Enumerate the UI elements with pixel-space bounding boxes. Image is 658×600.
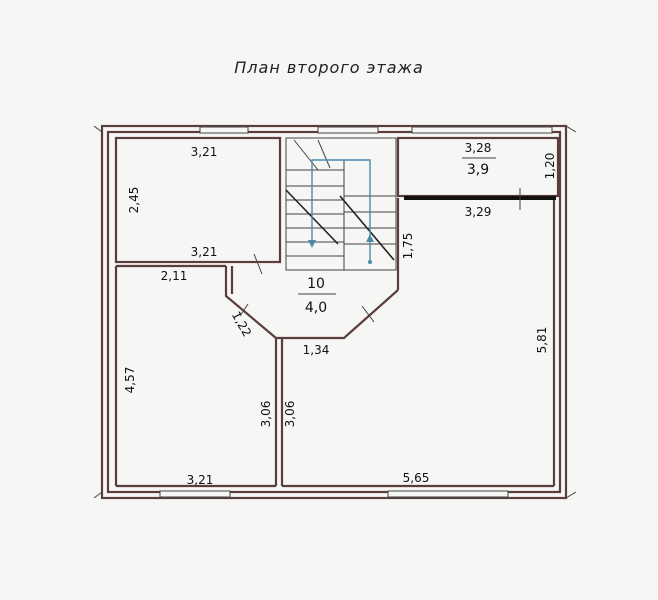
dim-top-left-bottom: 3,21 — [191, 245, 218, 259]
window-top-1 — [199, 126, 249, 134]
dim-bottom-left-side: 4,57 — [123, 367, 137, 394]
staircase — [285, 137, 397, 271]
stair-arrow-head-up — [366, 234, 374, 242]
stair-winder-2 — [317, 139, 331, 169]
hall-number: 10 — [307, 276, 325, 292]
dim-hall-diag: 1,22 — [229, 309, 254, 339]
dim-hall-right: 1,75 — [401, 233, 415, 260]
dim-hall-left: 2,11 — [161, 269, 188, 283]
dim-bottom-right-side: 5,81 — [535, 327, 549, 354]
dim-top-left-side: 2,45 — [127, 187, 141, 214]
wall-hall-octagon — [224, 266, 399, 340]
tick-hall-right — [361, 305, 375, 323]
stair-arrow-head-down — [308, 240, 316, 248]
plan-title: План второго этажа — [234, 58, 424, 77]
corner-mark-tr — [565, 125, 577, 133]
dim-top-right-bottom: 3,29 — [465, 205, 492, 219]
dim-hall-bottom: 1,34 — [303, 343, 330, 357]
dim-top-right-side: 1,20 — [543, 153, 557, 180]
top-right-area: 3,9 — [467, 162, 489, 178]
dimension-labels: 3,21 3,21 2,45 2,11 10 4,0 1,22 1,34 1,7… — [123, 141, 557, 487]
corner-mark-bl — [93, 491, 103, 499]
stair-winder-1 — [293, 139, 319, 171]
stair-box — [285, 137, 397, 271]
corner-mark-br — [565, 491, 577, 499]
dim-bottom-left-right: 3,06 — [259, 401, 273, 428]
outer-walls — [93, 124, 577, 500]
dim-bottom-right-bottom: 5,65 — [403, 471, 430, 485]
dim-bottom-left-bottom: 3,21 — [187, 473, 214, 487]
tick-hall-diag — [239, 303, 249, 317]
window-top-2 — [317, 126, 379, 134]
interior-walls — [114, 136, 560, 488]
corner-mark-tl — [93, 125, 103, 133]
tick-hall-left — [253, 253, 263, 275]
window-bottom-1 — [159, 490, 231, 498]
stair-arrow-dot — [368, 260, 372, 264]
wall-room-top-left — [114, 136, 282, 264]
window-bottom-2 — [387, 490, 509, 498]
stair-direction-arrow — [311, 159, 371, 262]
outer-wall-outer — [100, 124, 568, 500]
dim-bottom-right-left: 3,06 — [283, 401, 297, 428]
dim-top-right-top: 3,28 — [465, 141, 492, 155]
hall-area: 4,0 — [305, 300, 327, 316]
stair-cut-line — [339, 195, 395, 261]
dim-top-left-top: 3,21 — [191, 145, 218, 159]
window-top-3 — [411, 126, 553, 134]
